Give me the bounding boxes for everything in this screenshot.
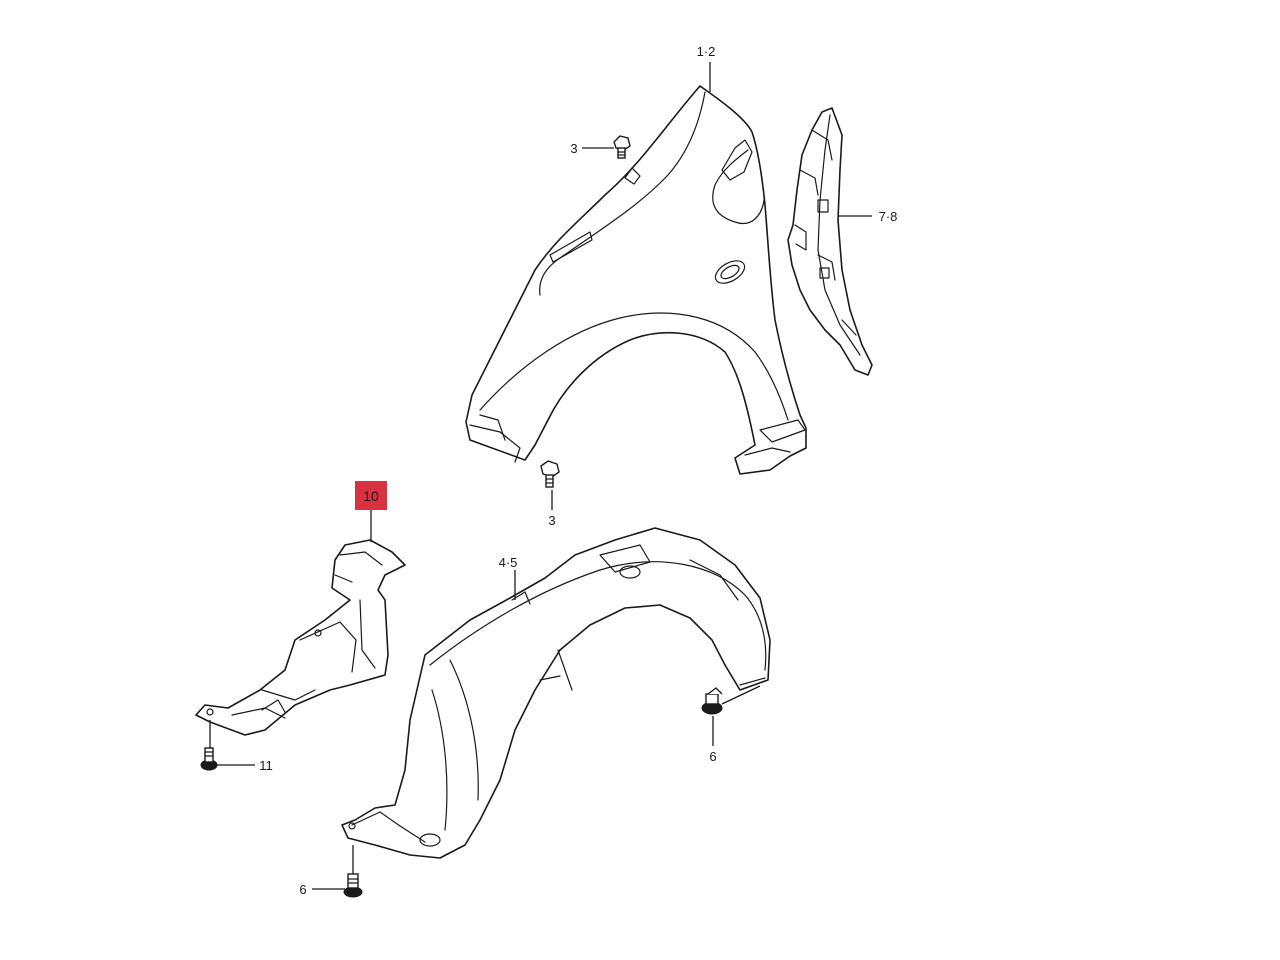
callout-part-10-highlight[interactable]: 10 — [355, 481, 387, 510]
screw-left[interactable] — [200, 747, 218, 771]
callout-bracket[interactable]: 7·8 — [879, 209, 898, 224]
leader-clip-right-pin — [721, 685, 761, 705]
fender-liner[interactable] — [341, 527, 771, 859]
leader-lines — [209, 62, 872, 890]
front-fender[interactable] — [465, 85, 807, 475]
callout-bolt-lower[interactable]: 3 — [548, 513, 555, 528]
callout-screw-left[interactable]: 11 — [259, 758, 273, 773]
fender-side-bracket[interactable] — [787, 107, 873, 376]
clip-right[interactable] — [701, 687, 723, 715]
callout-bolt-upper[interactable]: 3 — [570, 141, 577, 156]
splash-guard-bracket[interactable] — [195, 539, 406, 736]
highlight-box — [355, 481, 387, 510]
callout-clip-right[interactable]: 6 — [709, 749, 716, 764]
bolt-upper[interactable] — [613, 135, 631, 159]
callout-clip-bottom[interactable]: 6 — [299, 882, 306, 897]
bolt-lower[interactable] — [540, 460, 560, 488]
callout-fender[interactable]: 1·2 — [697, 44, 716, 59]
clip-bottom[interactable] — [343, 873, 363, 898]
callout-part-10: 10 — [363, 488, 379, 504]
callout-liner[interactable]: 4·5 — [499, 555, 518, 570]
